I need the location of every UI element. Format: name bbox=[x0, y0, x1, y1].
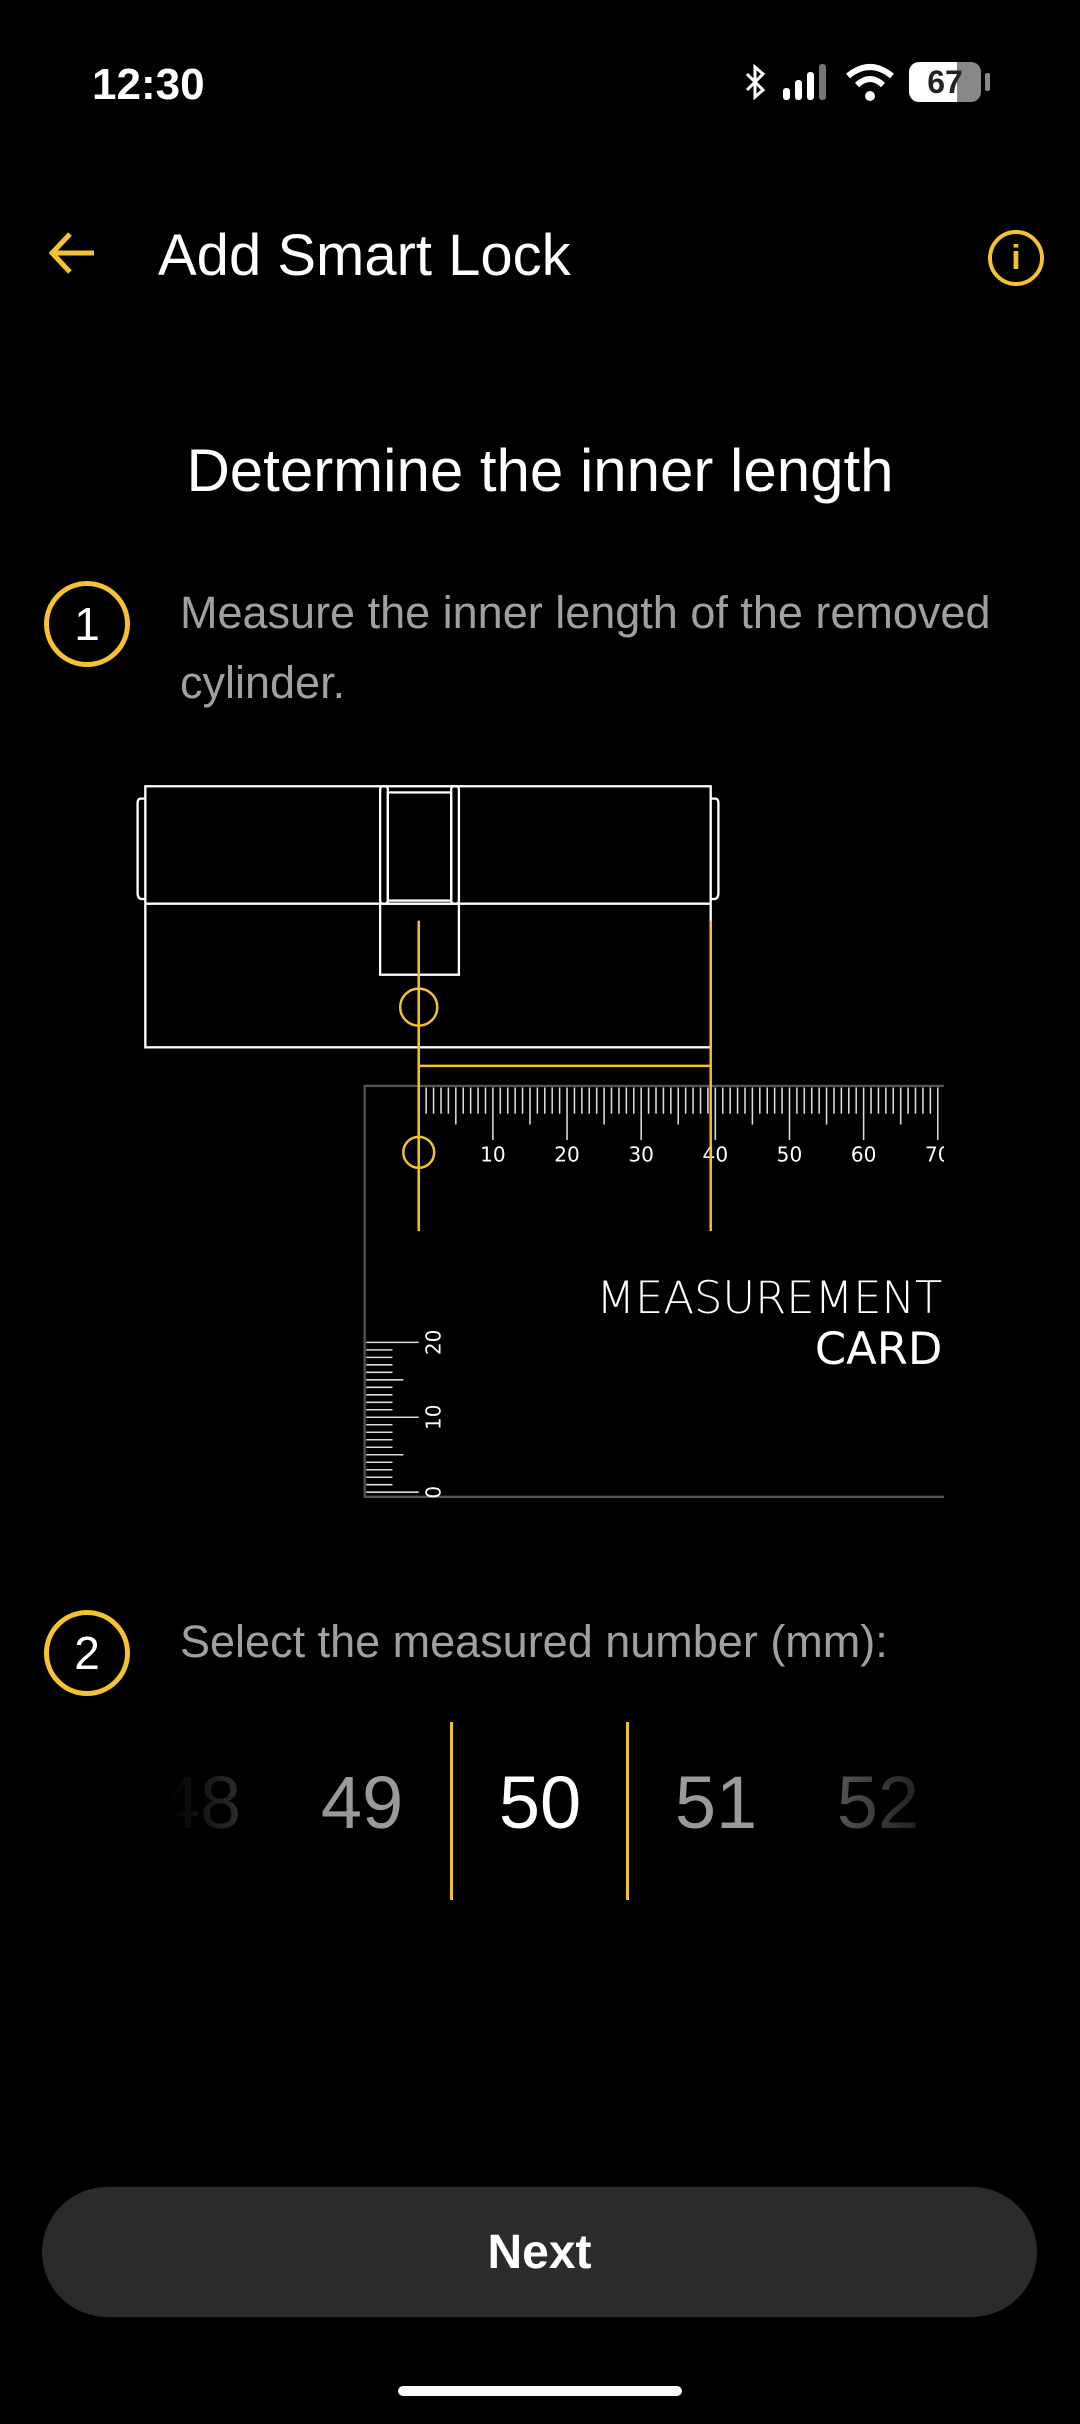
step-number: 1 bbox=[74, 598, 100, 650]
wifi-icon bbox=[846, 64, 894, 101]
next-button[interactable]: Next bbox=[42, 2187, 1037, 2317]
signal-icon bbox=[783, 64, 826, 100]
home-indicator[interactable] bbox=[398, 2386, 682, 2396]
ruler-label: 40 bbox=[703, 1143, 729, 1167]
ruler-label: 20 bbox=[421, 1330, 445, 1356]
measurement-guides bbox=[398, 920, 712, 1232]
bluetooth-icon bbox=[745, 64, 766, 100]
picker-divider-right bbox=[626, 1722, 629, 1900]
picker-option[interactable]: 51 bbox=[674, 1761, 758, 1844]
step-1-badge: 1 bbox=[44, 581, 130, 667]
status-time: 12:30 bbox=[92, 60, 205, 109]
picker-option[interactable]: 49 bbox=[320, 1761, 404, 1844]
ruler-label: 60 bbox=[851, 1143, 877, 1167]
picker-option[interactable]: 48 bbox=[170, 1761, 242, 1844]
step-number: 2 bbox=[74, 1627, 100, 1679]
page-title: Determine the inner length bbox=[186, 437, 894, 504]
step-2-badge: 2 bbox=[44, 1610, 130, 1696]
ruler-label: 10 bbox=[421, 1404, 445, 1430]
info-glyph: i bbox=[1011, 238, 1021, 277]
battery-tip bbox=[985, 73, 990, 91]
ruler-label: 0 bbox=[421, 1486, 445, 1499]
card-label-line2: CARD bbox=[815, 1322, 943, 1375]
status-icons: 67 bbox=[743, 62, 990, 102]
ruler-label: 50 bbox=[777, 1143, 803, 1167]
picker-option[interactable]: 52 bbox=[836, 1761, 920, 1844]
arrow-left-icon[interactable] bbox=[48, 228, 98, 278]
cylinder-drawing bbox=[136, 785, 720, 1049]
battery-icon: 67 bbox=[909, 62, 981, 102]
ruler-label: 20 bbox=[554, 1143, 580, 1167]
card-label-line1: MEASUREMENT bbox=[596, 1271, 942, 1324]
step-1-text: Measure the inner length of the removed … bbox=[180, 587, 991, 708]
number-picker[interactable]: 48 49 50 51 52 bbox=[170, 1740, 970, 1880]
ruler-label: 10 bbox=[480, 1143, 506, 1167]
picker-option-selected[interactable]: 50 bbox=[498, 1761, 582, 1844]
info-icon[interactable]: i bbox=[988, 230, 1044, 286]
ruler-label: 30 bbox=[628, 1143, 654, 1167]
header-title: Add Smart Lock bbox=[158, 223, 571, 288]
step-2-text: Select the measured number (mm): bbox=[180, 1616, 888, 1667]
picker-divider-left bbox=[450, 1722, 453, 1900]
